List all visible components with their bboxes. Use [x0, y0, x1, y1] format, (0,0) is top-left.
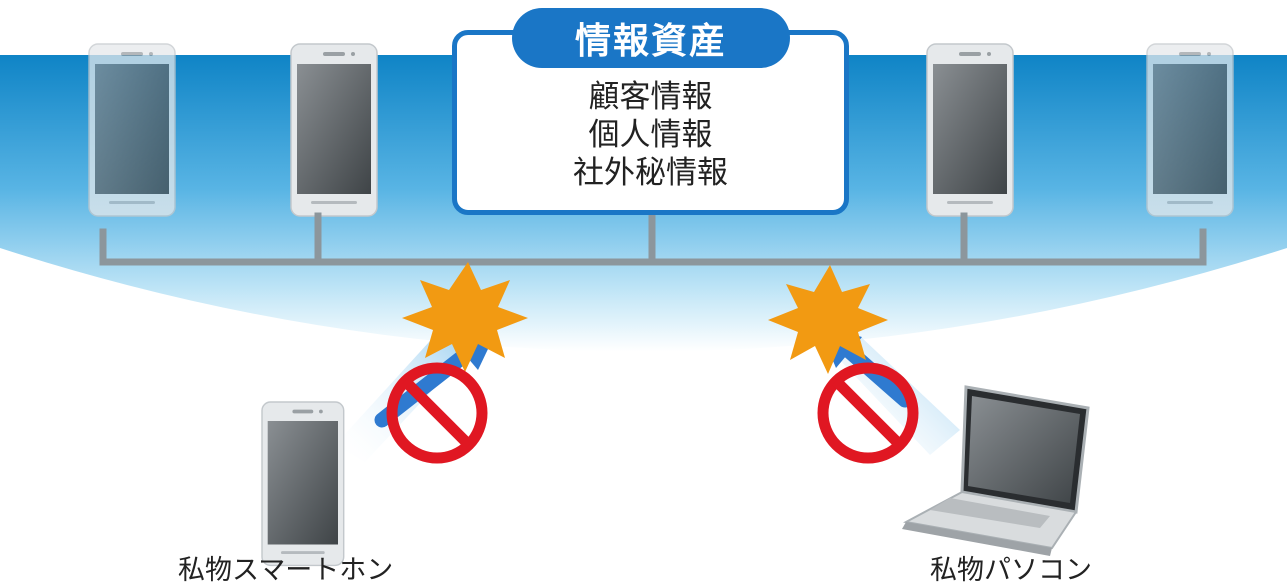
list-item: 社外秘情報 [573, 155, 728, 191]
info-asset-title: 情報資産 [512, 8, 790, 68]
info-asset-list: 顧客情報 個人情報 社外秘情報 [452, 78, 849, 192]
list-item: 顧客情報 [588, 79, 713, 115]
internal-smartphone-icon [1146, 43, 1234, 217]
prohibited-icon [817, 362, 919, 464]
private-pc-label: 私物パソコン [930, 555, 1092, 586]
burst-icon [768, 265, 888, 374]
internal-smartphone-icon [88, 43, 176, 217]
internal-smartphone-icon [926, 43, 1014, 217]
list-item: 個人情報 [588, 117, 713, 153]
prohibited-icon [386, 362, 488, 464]
smartphone-icon [261, 401, 345, 567]
network-line [99, 211, 1207, 266]
private-smartphone-label: 私物スマートホン [178, 555, 394, 586]
laptop-icon [902, 385, 1090, 556]
internal-smartphone-icon [290, 43, 378, 217]
burst-icon [402, 262, 528, 372]
